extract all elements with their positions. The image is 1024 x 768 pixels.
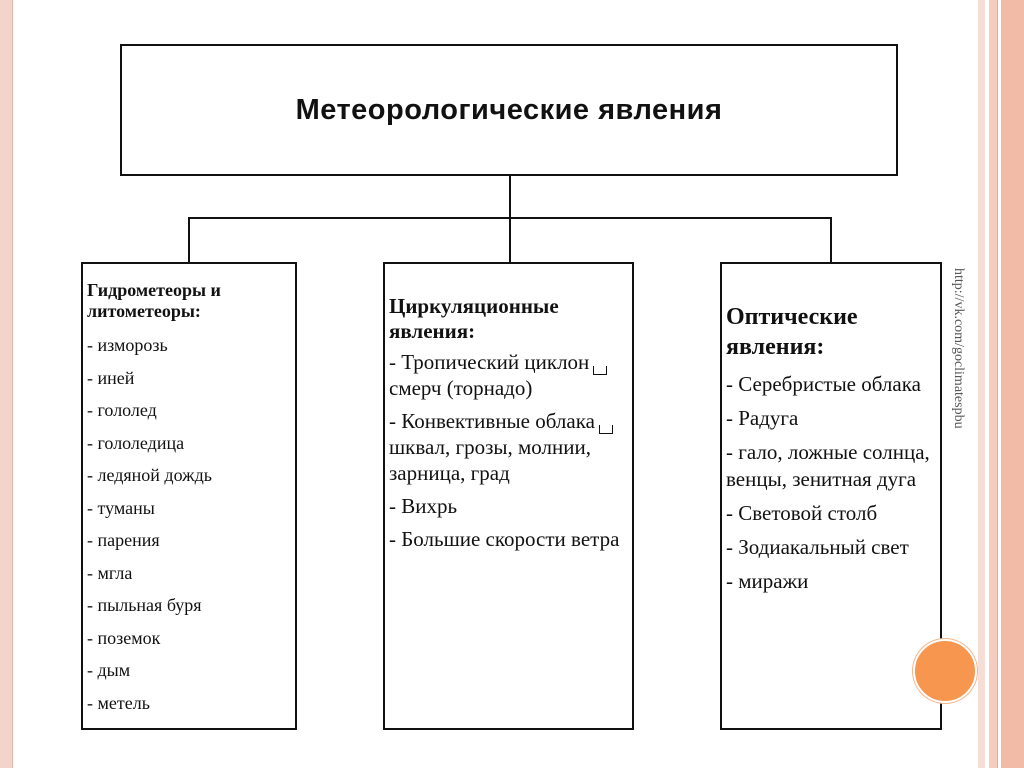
- title-box: Метеорологические явления: [120, 44, 898, 176]
- list-item: - Большие скорости ветра: [389, 527, 620, 551]
- slide-frame-right-line: [997, 0, 998, 768]
- list-item: - Конвективные облакашквал, грозы, молни…: [389, 408, 628, 486]
- list-item: - поземок: [87, 627, 161, 648]
- list-item-text: - Конвективные облака: [389, 409, 595, 433]
- list-item: - мгла: [87, 562, 133, 583]
- category-hydrometeors: Гидрометеоры и литометеоры: - изморозь -…: [81, 262, 297, 730]
- list-item: - пыльная буря: [87, 595, 202, 615]
- connector-middle: [509, 217, 511, 262]
- category-circulation: Циркуляционные явления: - Тропический ци…: [383, 262, 634, 730]
- arrow-icon: [593, 366, 608, 375]
- slide-frame-right-stripe: [989, 0, 997, 768]
- list-item: - Радуга: [726, 406, 799, 430]
- diagram-title: Метеорологические явления: [295, 93, 723, 126]
- list-item: - Серебристые облака: [726, 372, 921, 396]
- category-heading: Циркуляционные явления:: [389, 294, 559, 343]
- list-item: - миражи: [726, 569, 809, 593]
- connector-left: [188, 217, 190, 262]
- list-item: - парения: [87, 530, 160, 550]
- source-url[interactable]: http://vk.com/goclimatespbu: [951, 268, 966, 429]
- list-item: - Вихрь: [389, 494, 458, 518]
- decorative-circle: [913, 639, 977, 703]
- category-optical: Оптические явления: - Серебристые облака…: [720, 262, 942, 730]
- list-item: - ледяной дождь: [87, 465, 212, 485]
- list-item: - гололед: [87, 400, 157, 420]
- category-heading: Гидрометеоры и литометеоры:: [87, 280, 221, 321]
- slide-frame-right-stripe: [1001, 0, 1024, 768]
- slide-frame-left: [0, 0, 13, 768]
- list-item-text: шквал, грозы, молнии, зарница, град: [389, 435, 591, 485]
- list-item: - Тропический циклонсмерч (торнадо): [389, 349, 628, 401]
- list-item: - гало, ложные солнца, венцы, зенитная д…: [726, 440, 930, 491]
- arrow-icon: [598, 425, 613, 434]
- list-item-text: смерч (торнадо): [389, 376, 533, 400]
- list-item: - гололедица: [87, 432, 185, 453]
- list-item: - метель: [87, 692, 150, 713]
- category-heading: Оптические явления:: [726, 304, 858, 360]
- slide-frame-right-stripe: [978, 0, 985, 768]
- list-item: - Зодиакальный свет: [726, 535, 909, 559]
- list-item: - Световой столб: [726, 501, 878, 525]
- list-item: - изморозь: [87, 335, 168, 355]
- list-item: - иней: [87, 367, 135, 388]
- connector-trunk: [509, 176, 511, 218]
- list-item: - туманы: [87, 497, 155, 518]
- connector-right: [830, 217, 832, 262]
- list-item: - дым: [87, 660, 131, 680]
- list-item-text: - Тропический циклон: [389, 350, 590, 374]
